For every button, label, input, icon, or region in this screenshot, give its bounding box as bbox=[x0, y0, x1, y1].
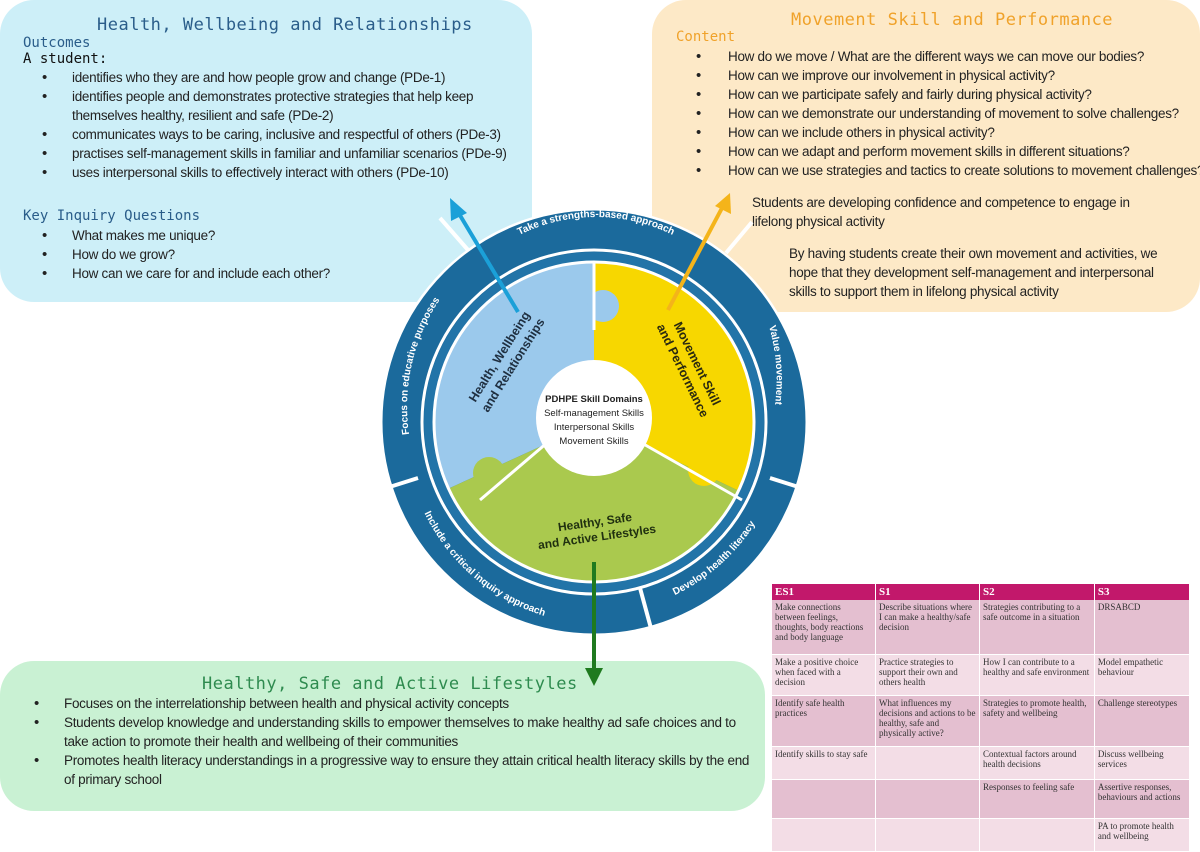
table-cell: Make a positive choice when faced with a… bbox=[772, 654, 876, 696]
content-item: How can we demonstrate our understanding… bbox=[684, 104, 1200, 123]
ring-label-bottom-right: Develop health literacy bbox=[671, 519, 758, 598]
outcomes-label: Outcomes bbox=[23, 35, 91, 51]
kiq-item: What makes me unique? bbox=[30, 226, 490, 245]
table-header-cell: S2 bbox=[979, 584, 1095, 600]
table-cell: Identify safe health practices bbox=[772, 695, 876, 747]
outcome-item: uses interpersonal skills to effectively… bbox=[30, 163, 525, 182]
table-cell bbox=[979, 818, 1095, 852]
svg-text:Health, Wellbeing: Health, Wellbeing bbox=[466, 309, 533, 405]
table-row: Make connections between feelings, thoug… bbox=[772, 600, 1191, 655]
kiq-list: What makes me unique?How do we grow?How … bbox=[30, 226, 490, 283]
table-header-cell: S1 bbox=[875, 584, 981, 600]
table-cell: Responses to feeling safe bbox=[979, 779, 1095, 819]
center-title: PDHPE Skill Domains bbox=[545, 394, 643, 405]
student-label: A student: bbox=[23, 51, 108, 67]
msp-knob bbox=[688, 454, 720, 486]
center-line-1: Self-management Skills bbox=[544, 408, 644, 419]
table-cell bbox=[772, 779, 876, 819]
hwr-title: Health, Wellbeing and Relationships bbox=[97, 15, 473, 35]
msp-piece-label: Movement Skill and Performance bbox=[654, 320, 723, 420]
table-cell: Contextual factors around health decisio… bbox=[979, 746, 1095, 780]
table-cell: Model empathetic behaviour bbox=[1094, 654, 1191, 696]
table-cell: Challenge stereotypes bbox=[1094, 695, 1191, 747]
hsal-piece-label: Healthy, Safe and Active Lifestyles bbox=[537, 510, 657, 552]
msp-title: Movement Skill and Performance bbox=[791, 10, 1114, 30]
table-row: Identify skills to stay safe Contextual f… bbox=[772, 746, 1191, 780]
content-item: How can we use strategies and tactics to… bbox=[684, 161, 1200, 180]
hwr-panel: Health, Wellbeing and Relationships Outc… bbox=[0, 0, 532, 302]
hsal-list: Focuses on the interrelationship between… bbox=[22, 694, 757, 789]
svg-text:Healthy, Safe: Healthy, Safe bbox=[557, 510, 633, 534]
table-cell: Describe situations where I can make a h… bbox=[875, 600, 981, 655]
content-label: Content bbox=[676, 29, 736, 45]
hsal-item: Promotes health literacy understandings … bbox=[22, 751, 757, 789]
svg-text:Movement Skill: Movement Skill bbox=[671, 320, 723, 408]
table-body: Make connections between feelings, thoug… bbox=[772, 600, 1191, 852]
content-item: How can we include others in physical ac… bbox=[684, 123, 1200, 142]
content-item: How do we move / What are the different … bbox=[684, 47, 1200, 66]
outcome-item: practises self-management skills in fami… bbox=[30, 144, 525, 163]
svg-text:and Relationships: and Relationships bbox=[479, 316, 548, 415]
outcome-item: communicates ways to be caring, inclusiv… bbox=[30, 125, 525, 144]
hsal-item: Students develop knowledge and understan… bbox=[22, 713, 757, 751]
msp-paragraph-1: Students are developing confidence and c… bbox=[752, 195, 1130, 229]
table-cell bbox=[875, 746, 981, 780]
kiq-item: How can we care for and include each oth… bbox=[30, 264, 490, 283]
msp-paragraph-2: By having students create their own move… bbox=[789, 246, 1158, 299]
hsal-knob bbox=[473, 457, 505, 489]
content-item: How can we participate safely and fairly… bbox=[684, 85, 1200, 104]
table-row: Make a positive choice when faced with a… bbox=[772, 654, 1191, 696]
hsal-piece bbox=[434, 422, 754, 582]
outcomes-list: identifies who they are and how people g… bbox=[30, 68, 525, 182]
table-header-cell: ES1 bbox=[772, 584, 876, 600]
table-cell: Discuss wellbeing services bbox=[1094, 746, 1191, 780]
table-cell: DRSABCD bbox=[1094, 600, 1191, 655]
content-list: How do we move / What are the different … bbox=[684, 47, 1200, 180]
outcome-item: identifies people and demonstrates prote… bbox=[30, 87, 525, 125]
hwr-knob bbox=[587, 290, 619, 322]
table-cell: Make connections between feelings, thoug… bbox=[772, 600, 876, 655]
svg-text:and Performance: and Performance bbox=[654, 322, 711, 420]
table-cell bbox=[875, 818, 981, 852]
content-item: How can we adapt and perform movement sk… bbox=[684, 142, 1200, 161]
table-cell: Strategies contributing to a safe outcom… bbox=[979, 600, 1095, 655]
table-header-cell: S3 bbox=[1094, 584, 1191, 600]
svg-text:and Active Lifestyles: and Active Lifestyles bbox=[537, 522, 657, 552]
table-cell: Practice strategies to support their own… bbox=[875, 654, 981, 696]
table-cell: How I can contribute to a healthy and sa… bbox=[979, 654, 1095, 696]
hsal-title: Healthy, Safe and Active Lifestyles bbox=[202, 674, 578, 694]
msp-panel: Movement Skill and Performance Content H… bbox=[652, 0, 1200, 312]
center-line-3: Movement Skills bbox=[559, 436, 628, 447]
ring-label-bottom-left: Include a critical inquiry approach bbox=[422, 509, 547, 618]
kiq-label: Key Inquiry Questions bbox=[23, 208, 201, 224]
table-cell: Identify skills to stay safe bbox=[772, 746, 876, 780]
table-cell: Strategies to promote health, safety and… bbox=[979, 695, 1095, 747]
table-cell: Assertive responses, behaviours and acti… bbox=[1094, 779, 1191, 819]
center-circle bbox=[536, 360, 652, 476]
table-cell bbox=[772, 818, 876, 852]
hwr-piece-label: Health, Wellbeing and Relationships bbox=[466, 309, 548, 415]
hsal-item: Focuses on the interrelationship between… bbox=[22, 694, 757, 713]
center-line-2: Interpersonal Skills bbox=[554, 422, 635, 433]
ring-label-right: Value movement bbox=[766, 324, 785, 406]
table-row: PA to promote health and wellbeing bbox=[772, 818, 1191, 852]
kiq-item: How do we grow? bbox=[30, 245, 490, 264]
table-cell: PA to promote health and wellbeing bbox=[1094, 818, 1191, 852]
table-cell: What influences my decisions and actions… bbox=[875, 695, 981, 747]
hsal-panel: Healthy, Safe and Active Lifestyles Focu… bbox=[0, 661, 765, 811]
content-item: How can we improve our involvement in ph… bbox=[684, 66, 1200, 85]
outcome-item: identifies who they are and how people g… bbox=[30, 68, 525, 87]
ring-label-left: Focus on educative purposes bbox=[399, 295, 442, 435]
table-cell bbox=[875, 779, 981, 819]
